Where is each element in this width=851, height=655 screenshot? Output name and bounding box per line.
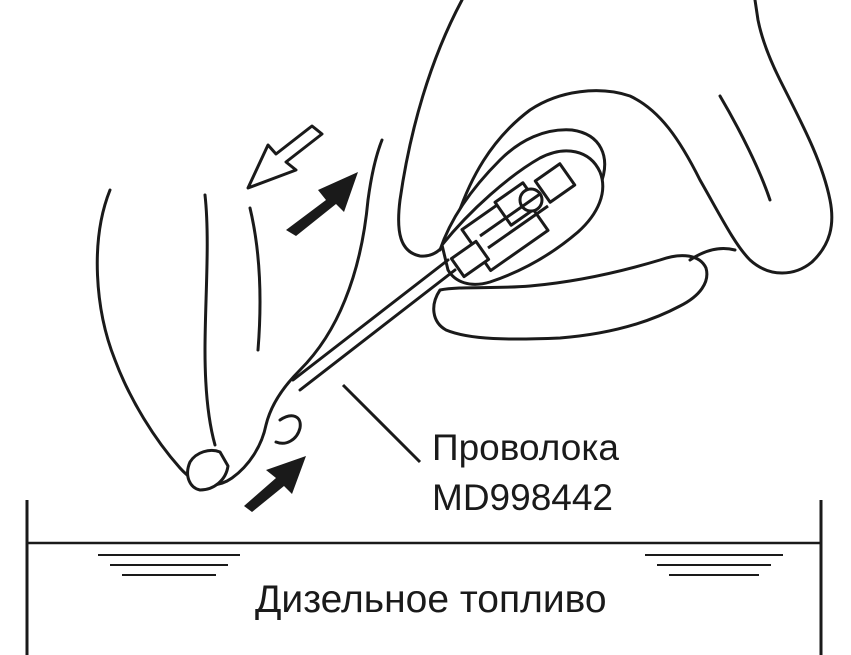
- arrow-push-upper-icon: [286, 172, 358, 236]
- probe-wire: [291, 258, 457, 392]
- connector: [440, 149, 605, 286]
- arrow-push-lower-icon: [244, 456, 306, 512]
- wire-label-line2: MD998442: [432, 477, 613, 518]
- arrow-pull-icon: [246, 124, 324, 190]
- wire-label-line1: Проволока: [432, 427, 619, 468]
- right-hand: [397, 0, 834, 341]
- liquid-level-marks-right: [645, 554, 783, 576]
- fuel-container: [25, 500, 823, 655]
- left-hand: [95, 138, 384, 492]
- fuel-label: Дизельное топливо: [255, 578, 607, 621]
- wire-leader-line: [341, 383, 422, 464]
- liquid-level-marks-left: [98, 554, 240, 576]
